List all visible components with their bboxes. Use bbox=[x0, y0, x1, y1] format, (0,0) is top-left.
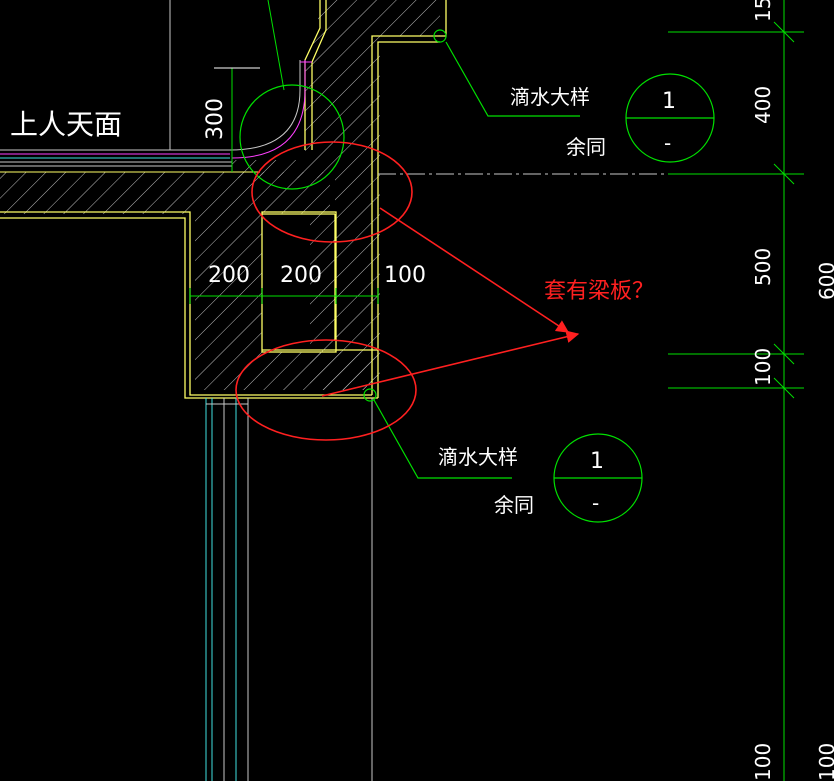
dimension-lines bbox=[189, 0, 804, 781]
dim-right-500: 500 bbox=[751, 248, 775, 286]
annotation-question: 套有梁板？ bbox=[544, 279, 654, 304]
detail-sheet-top: - bbox=[664, 131, 671, 155]
dim-200-left-label: 200 bbox=[208, 263, 250, 288]
dim-right-150: 150 bbox=[751, 0, 775, 22]
dim-200-mid-label: 200 bbox=[280, 263, 322, 288]
roof-label: 上人天面 bbox=[10, 108, 122, 141]
roof-layers bbox=[0, 60, 312, 173]
dim-100-label: 100 bbox=[384, 263, 426, 288]
dim-bottom-1: 100 bbox=[751, 743, 775, 781]
annotation-ellipse-top bbox=[251, 141, 413, 243]
rest-same-top: 余同 bbox=[566, 135, 606, 159]
detail-index-top[interactable] bbox=[625, 73, 715, 163]
beam-section bbox=[190, 214, 262, 390]
beam-bottom-strip bbox=[232, 352, 378, 390]
parapet-wall bbox=[232, 0, 440, 390]
drawing-text: 上人天面 300 200 200 100 滴水大样 余同 1 - 滴水大样 余同… bbox=[10, 0, 834, 781]
column-lines bbox=[169, 0, 373, 781]
detail-sheet-bottom: - bbox=[592, 491, 599, 515]
roof-slab bbox=[0, 172, 330, 214]
dim-right-400: 400 bbox=[751, 86, 775, 124]
rest-same-bottom: 余同 bbox=[494, 493, 534, 517]
drip-label-top: 滴水大样 bbox=[510, 85, 590, 109]
drip-callout-circle-top bbox=[239, 84, 345, 190]
annotation-arrow-bottom bbox=[321, 330, 580, 397]
detail-num-bottom: 1 bbox=[590, 449, 604, 474]
red-annotations bbox=[235, 141, 580, 441]
dim-right-600: 600 bbox=[815, 262, 834, 300]
detail-index-bottom[interactable] bbox=[553, 433, 643, 523]
dim-right-100: 100 bbox=[751, 348, 775, 386]
drip-label-bottom: 滴水大样 bbox=[438, 445, 518, 469]
dim-bottom-2: 100 bbox=[815, 743, 834, 781]
annotation-ellipse-bottom bbox=[235, 339, 417, 441]
dim-300-label: 300 bbox=[203, 98, 228, 140]
concrete-structure bbox=[0, 0, 440, 390]
detail-num-top: 1 bbox=[662, 89, 676, 114]
annotation-arrow-top bbox=[379, 207, 570, 333]
